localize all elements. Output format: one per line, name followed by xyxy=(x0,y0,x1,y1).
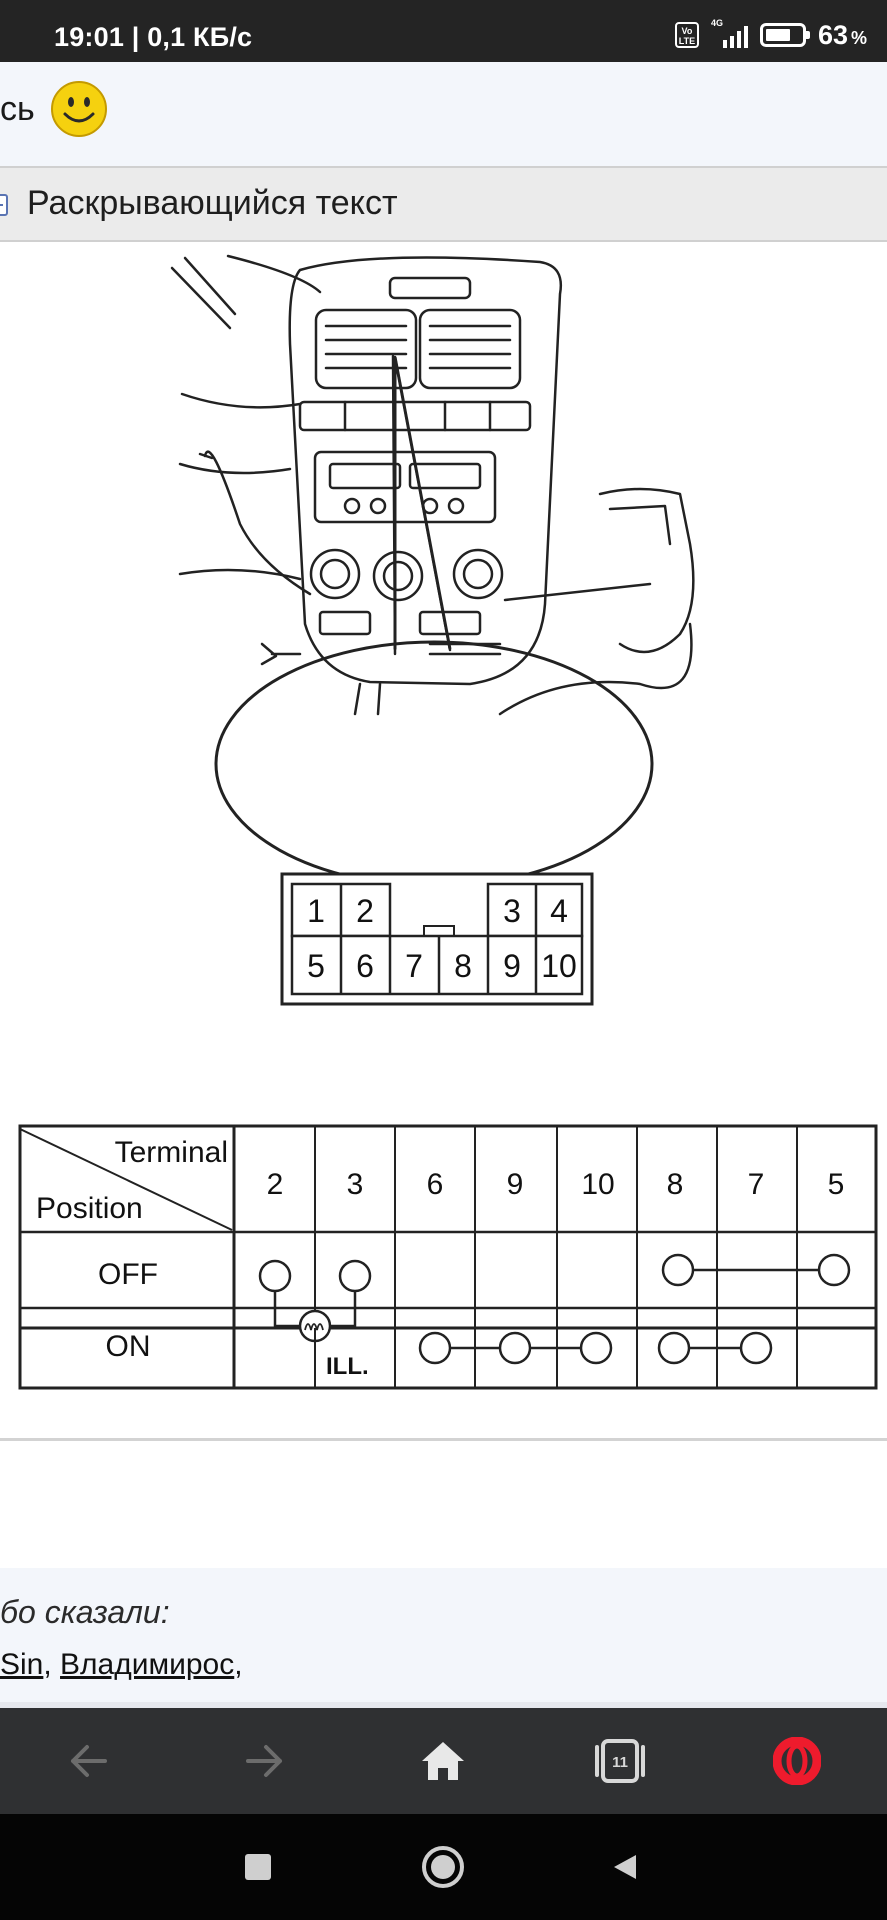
pin-label: 6 xyxy=(356,948,374,984)
battery-percent: 63 xyxy=(817,19,848,50)
terminal-header: 10 xyxy=(581,1168,614,1201)
post-text-area xyxy=(0,62,887,166)
opera-logo-icon[interactable] xyxy=(742,1708,852,1814)
terminal-header: 8 xyxy=(667,1168,684,1201)
status-bar: 19:01 | 0,1 КБ/с Vo LTE 4G 63 % xyxy=(0,0,887,62)
user-link[interactable]: Sin xyxy=(0,1648,44,1681)
tabs-count: 11 xyxy=(612,1754,628,1771)
pin-label: 10 xyxy=(541,948,577,984)
position-off-label: OFF xyxy=(98,1258,158,1291)
pin-label: 8 xyxy=(454,948,472,984)
dashboard-drawing xyxy=(170,254,695,716)
square-recents-icon[interactable] xyxy=(203,1814,313,1920)
lamp-label: ILL. xyxy=(326,1353,369,1380)
terminal-header: 3 xyxy=(347,1168,364,1201)
home-icon[interactable] xyxy=(388,1708,498,1814)
content-divider xyxy=(0,1702,887,1708)
pin-label: 9 xyxy=(503,948,521,984)
thanks-section xyxy=(0,1568,887,1703)
collapse-minus-icon[interactable] xyxy=(0,194,8,216)
pin-label: 2 xyxy=(356,893,374,929)
pin-label: 4 xyxy=(550,893,568,929)
table-corner-terminal: Terminal xyxy=(115,1136,228,1169)
pin-label: 5 xyxy=(307,948,325,984)
position-on-label: ON xyxy=(106,1330,151,1363)
status-icons: Vo LTE 4G 63 % xyxy=(674,18,867,50)
battery-unit: % xyxy=(850,27,867,48)
terminal-header: 5 xyxy=(828,1168,845,1201)
forward-arrow-icon[interactable] xyxy=(210,1708,320,1814)
user-link[interactable]: Владимирос xyxy=(60,1648,235,1681)
pin-label: 3 xyxy=(503,893,521,929)
terminal-header: 7 xyxy=(748,1168,765,1201)
triangle-back-icon[interactable] xyxy=(570,1814,680,1920)
circle-home-icon[interactable] xyxy=(388,1814,498,1920)
post-text: сь xyxy=(0,90,35,128)
spoiler-bottom-border xyxy=(0,1438,887,1441)
spoiler-label[interactable]: Раскрывающийся текст xyxy=(27,184,398,222)
browser-toolbar: 11 xyxy=(0,1708,887,1814)
network-type: 4G xyxy=(710,18,723,28)
signal-icon: 4G xyxy=(711,18,748,48)
spoiler-header[interactable]: Раскрывающийся текст xyxy=(0,166,887,242)
connector-block: 1 2 3 4 5 6 7 8 9 10 xyxy=(280,872,594,1006)
table-corner-position: Position xyxy=(36,1192,143,1225)
battery-icon xyxy=(759,23,810,47)
callout-ellipse xyxy=(214,356,654,888)
thanks-label: бо сказали: xyxy=(0,1594,170,1630)
system-navigation-bar xyxy=(0,1814,887,1920)
terminal-header: 9 xyxy=(507,1168,524,1201)
tabs-icon[interactable]: 11 xyxy=(565,1708,675,1814)
smiley-face-icon xyxy=(51,81,107,137)
status-time: 19:01 | 0,1 КБ/с xyxy=(54,22,253,52)
switch-diagram-image: 1 2 3 4 5 6 7 8 9 10 xyxy=(18,254,878,1390)
volte-icon: Vo LTE xyxy=(674,22,699,48)
terminal-header: 6 xyxy=(427,1168,444,1201)
terminal-header: 2 xyxy=(267,1168,284,1201)
pin-label: 1 xyxy=(307,893,325,929)
pin-label: 7 xyxy=(405,948,423,984)
thanks-users: Sin, Владимирос, xyxy=(0,1648,243,1681)
back-arrow-icon[interactable] xyxy=(33,1708,143,1814)
